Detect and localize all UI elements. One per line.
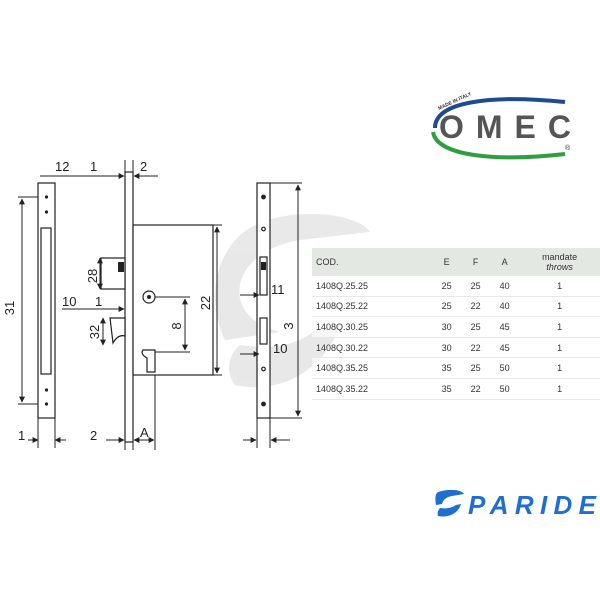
dimension-28: 28 <box>85 269 100 283</box>
dimension-12: 12 <box>55 159 69 174</box>
cell-f: 25 <box>461 276 491 297</box>
cell-f: 25 <box>461 316 491 338</box>
dimension-2-top: 2 <box>140 159 147 174</box>
cell-a: 45 <box>490 316 520 338</box>
cell-cod: 1408Q.25.25 <box>312 276 433 297</box>
omec-wordmark: OMEC <box>439 109 571 145</box>
cell-e: 35 <box>432 357 462 379</box>
cell-a: 45 <box>490 337 520 359</box>
cell-a: 50 <box>490 357 520 379</box>
header-mandate-throws: mandate throws <box>519 248 600 276</box>
lock-specification-table: COD. E F A mandate throws 1408Q.25.25 25… <box>312 248 600 400</box>
table-row: 1408Q.35.25 35 25 50 1 <box>312 357 600 379</box>
cell-mandate: 1 <box>519 276 600 297</box>
cell-f: 22 <box>461 296 491 318</box>
cell-mandate: 1 <box>519 378 600 400</box>
cell-e: 30 <box>432 316 462 338</box>
cell-mandate: 1 <box>519 296 600 318</box>
dimension-10-left: 10 <box>62 294 76 309</box>
dimension-1-mid: 1 <box>95 294 102 309</box>
cell-cod: 1408Q.30.22 <box>312 337 433 359</box>
header-e: E <box>443 257 450 267</box>
table-row: 1408Q.30.22 30 22 45 1 <box>312 337 600 359</box>
paride-logo: PARIDE <box>434 486 599 520</box>
faceplate-front-view: 31 1 <box>2 182 66 448</box>
cell-f: 22 <box>461 378 491 400</box>
dimension-10-right: 10 <box>273 341 287 356</box>
cell-mandate: 1 <box>519 357 600 379</box>
cell-f: 25 <box>461 357 491 379</box>
dimension-8: 8 <box>169 322 184 329</box>
dimension-32: 32 <box>87 325 102 339</box>
dimension-3: 3 <box>281 322 296 329</box>
cell-cod: 1408Q.35.25 <box>312 357 433 379</box>
table-row: 1408Q.25.25 25 25 40 1 <box>312 276 600 297</box>
header-a: A <box>501 257 508 267</box>
table-header-row: COD. E F A mandate throws <box>312 248 600 276</box>
cell-cod: 1408Q.25.22 <box>312 296 433 318</box>
dimension-A: A <box>140 425 149 440</box>
cell-f: 22 <box>461 337 491 359</box>
header-f: F <box>472 257 479 267</box>
cell-cod: 1408Q.35.22 <box>312 378 433 400</box>
paride-wordmark: PARIDE <box>468 490 597 520</box>
strike-plate-view: 3 11 10 <box>240 182 302 448</box>
cell-a: 50 <box>490 378 520 400</box>
cell-e: 35 <box>432 378 462 400</box>
cell-mandate: 1 <box>519 337 600 359</box>
cell-e: 25 <box>432 296 462 318</box>
dimension-11: 11 <box>271 282 285 297</box>
dimension-31: 31 <box>2 301 17 315</box>
dimension-1-top: 1 <box>90 159 97 174</box>
cell-e: 25 <box>432 276 462 297</box>
table-row: 1408Q.30.25 30 25 45 1 <box>312 316 600 338</box>
table-row: 1408Q.25.22 25 22 40 1 <box>312 296 600 318</box>
cell-a: 40 <box>490 296 520 318</box>
header-mandate: mandate <box>542 252 578 262</box>
header-cod: COD. <box>316 257 339 267</box>
dimension-22: 22 <box>198 296 213 310</box>
lock-body-side-view: 12 1 2 28 10 1 32 8 22 2 A <box>40 159 222 450</box>
cell-a: 40 <box>490 276 520 297</box>
cell-e: 30 <box>432 337 462 359</box>
omec-logo: MADE IN ITALY OMEC ® <box>425 88 585 168</box>
omec-registered-mark: ® <box>565 144 571 152</box>
dimension-1-bottom: 1 <box>18 428 25 443</box>
header-throws: throws <box>546 262 573 272</box>
cell-cod: 1408Q.30.25 <box>312 316 433 338</box>
cell-mandate: 1 <box>519 316 600 338</box>
table-row: 1408Q.35.22 35 22 50 1 <box>312 378 600 400</box>
dimension-2-bottom: 2 <box>90 428 97 443</box>
